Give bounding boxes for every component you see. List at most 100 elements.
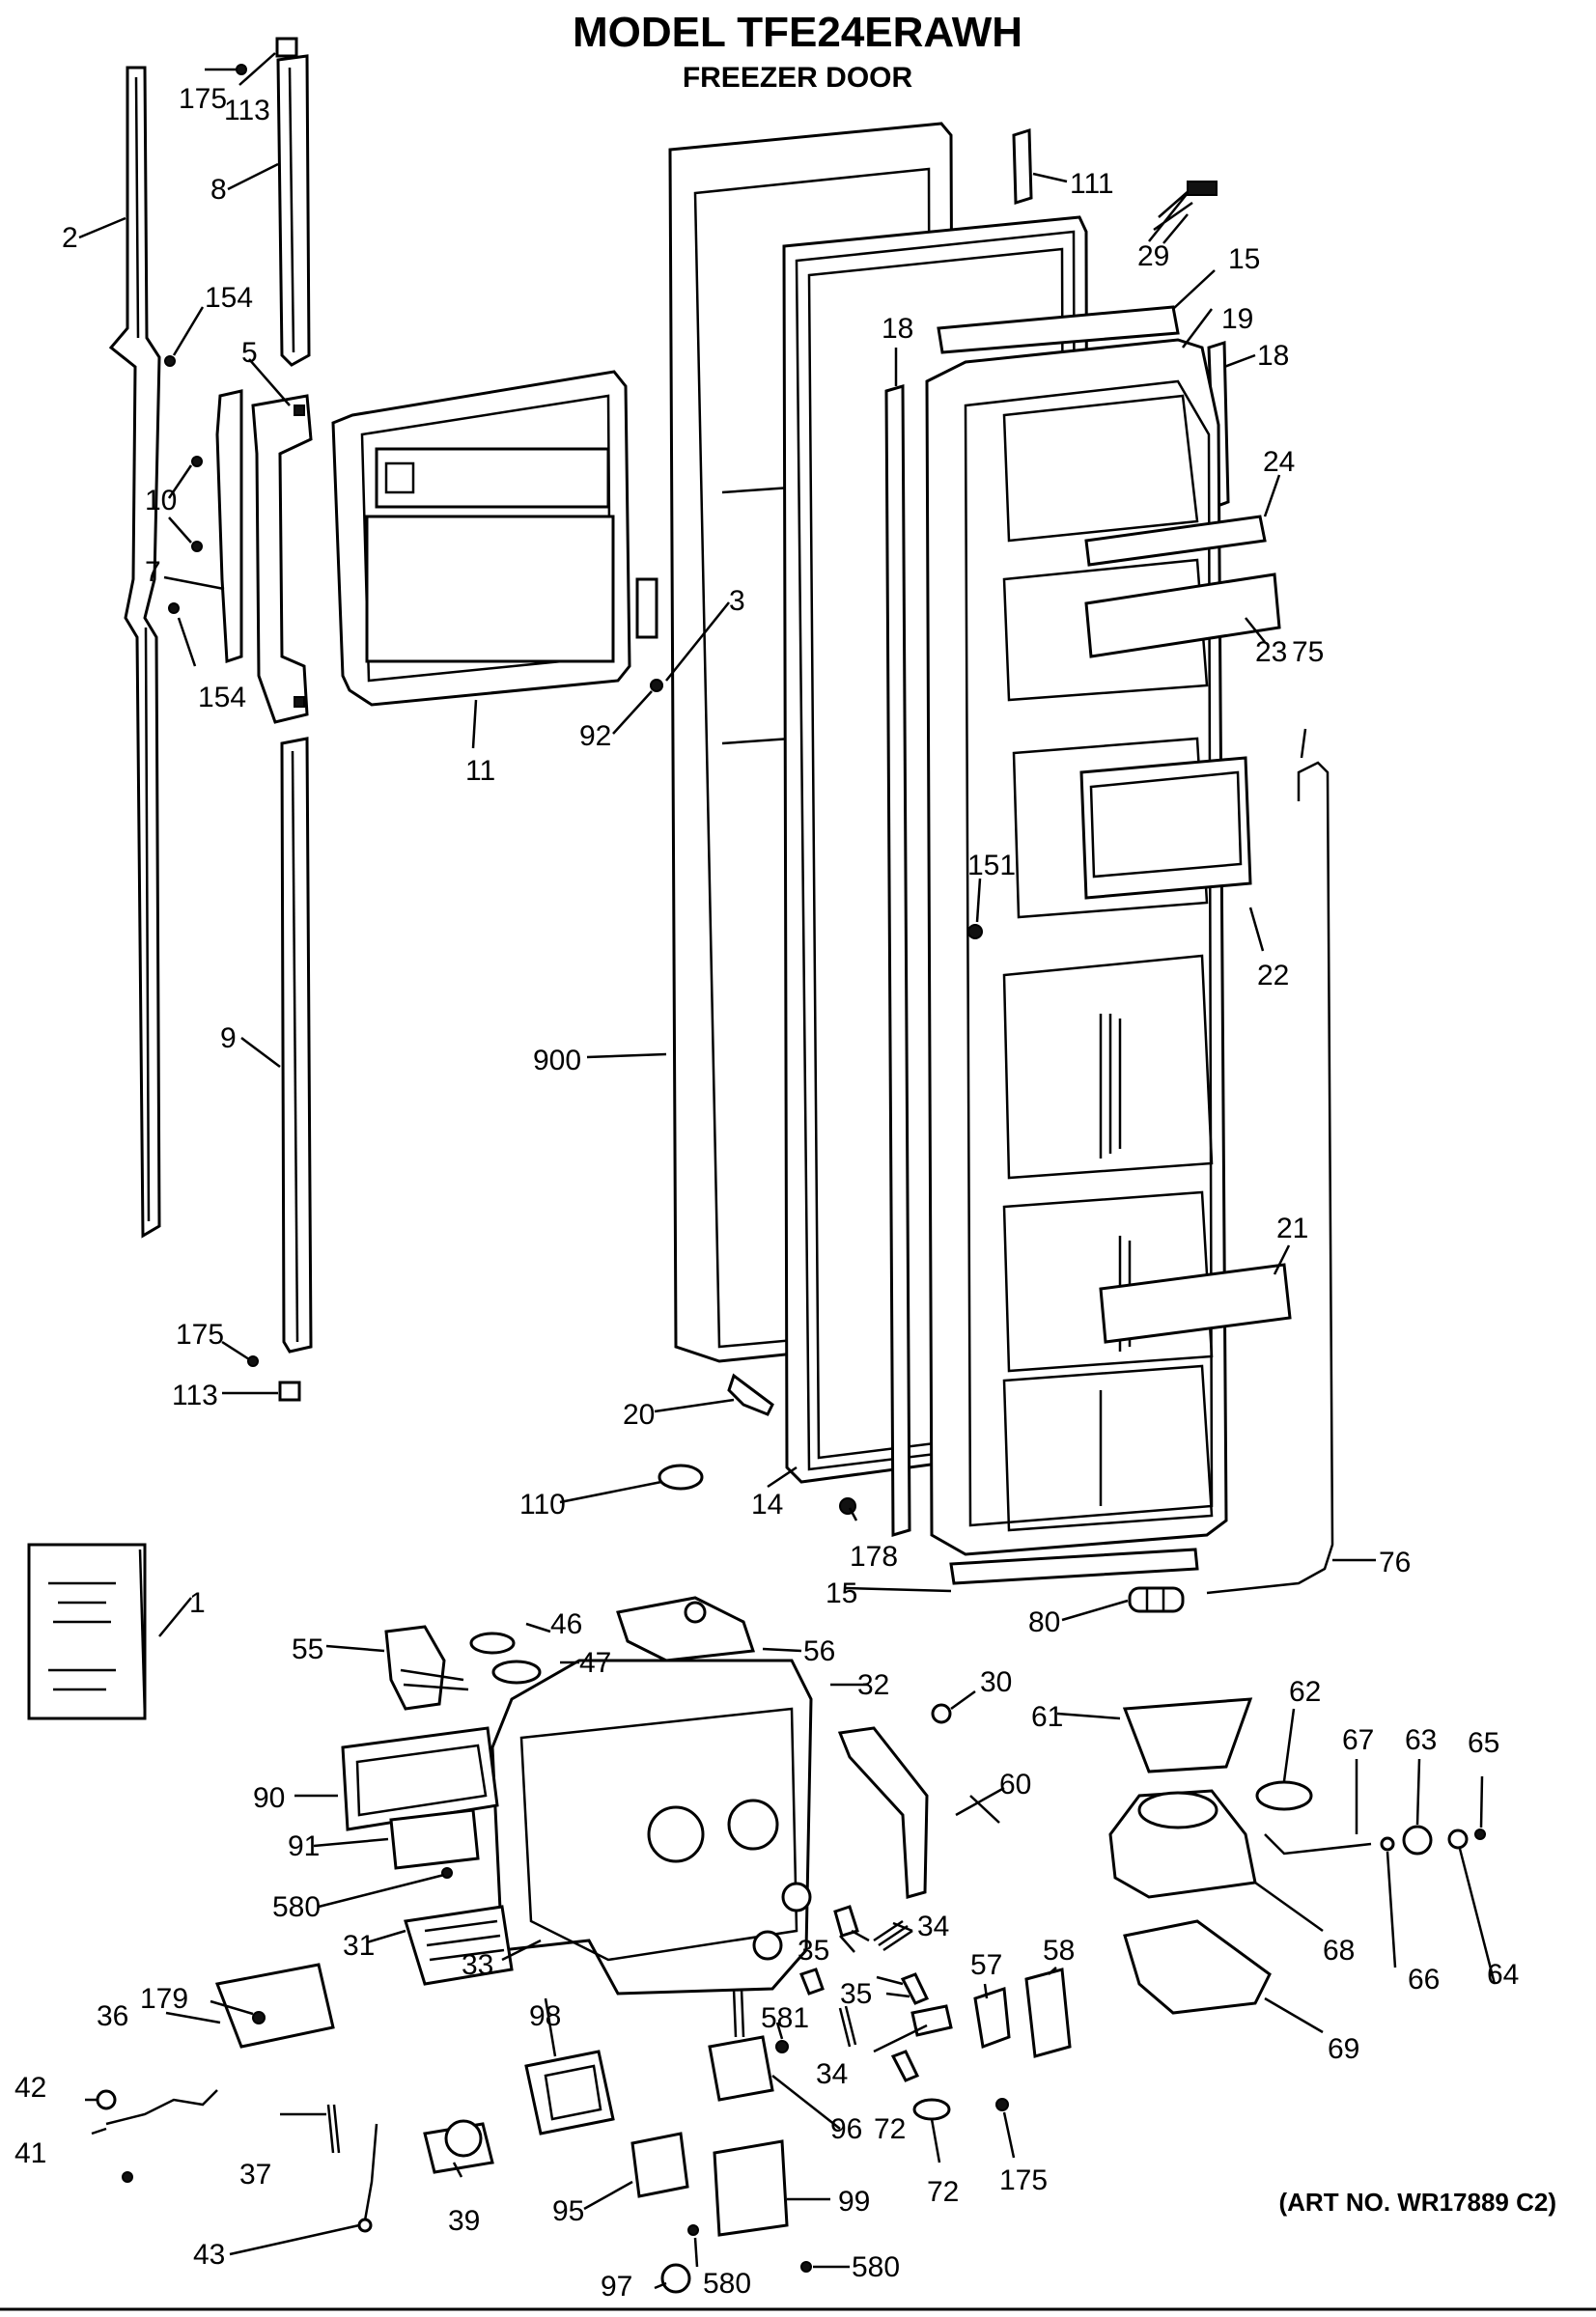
callout-178: 178: [850, 1541, 898, 1573]
part-8-trim-upper: [276, 54, 311, 367]
callout-42: 42: [14, 2072, 46, 2104]
callout-110: 110: [519, 1489, 566, 1521]
part-581-screw: [775, 2040, 789, 2053]
callout-60: 60: [999, 1769, 1031, 1801]
part-41-lever: [105, 2089, 218, 2126]
part-154-screw-top: [164, 355, 176, 367]
part-69-housing-base: [1123, 1919, 1272, 2015]
callout-35-lower: 35: [840, 1978, 872, 2010]
part-175-screw-lower: [995, 2098, 1009, 2111]
callout-175-lower: 175: [999, 2164, 1048, 2196]
callout-35-upper: 35: [798, 1935, 829, 1967]
part-29-wire-harness: [1148, 181, 1218, 242]
callout-68: 68: [1323, 1935, 1355, 1967]
part-60-bracket: [837, 1726, 929, 1899]
diagram-title: MODEL TFE24ERAWH: [573, 9, 1022, 56]
callout-1: 1: [189, 1587, 206, 1619]
callout-58: 58: [1043, 1935, 1075, 1967]
part-98-solenoid-housing: [524, 2050, 615, 2136]
callout-61: 61: [1031, 1701, 1063, 1733]
part-63-gear: [1402, 1825, 1433, 1856]
part-90-dispenser-frame: [341, 1726, 499, 1831]
part-31-drip-tray: [404, 1905, 514, 1986]
part-64-knob: [1447, 1828, 1469, 1850]
part-151-screw: [967, 924, 983, 939]
callout-56: 56: [803, 1635, 835, 1667]
callout-111: 111: [1070, 168, 1114, 200]
part-580-screw-b: [687, 2224, 699, 2236]
callout-63: 63: [1405, 1724, 1437, 1756]
part-61-ice-chute: [1122, 1697, 1253, 1773]
callout-97: 97: [601, 2271, 632, 2303]
part-21-shelf-bar: [1099, 1263, 1292, 1344]
callout-75: 75: [1292, 636, 1324, 668]
part-91-panel: [389, 1808, 480, 1870]
callout-72-lower: 72: [927, 2176, 959, 2208]
part-20-fitting: [727, 1373, 774, 1416]
art-number: (ART NO. WR17889 C2): [1279, 2188, 1557, 2217]
callout-179: 179: [140, 1983, 188, 2015]
callout-5: 5: [241, 337, 258, 369]
part-68-auger-housing: [1108, 1789, 1257, 1899]
callout-39: 39: [448, 2205, 480, 2237]
callout-10: 10: [145, 485, 177, 516]
callout-98: 98: [529, 2000, 561, 2032]
callout-151: 151: [967, 850, 1016, 881]
part-10-screw-a: [191, 456, 203, 467]
callout-76: 76: [1379, 1547, 1411, 1578]
part-580-screw-c: [800, 2261, 812, 2273]
diagram-subtitle: FREEZER DOOR: [683, 62, 913, 94]
part-62-disc: [1255, 1780, 1313, 1811]
part-19-door-liner: [925, 338, 1228, 1556]
part-113-clip-bottom: [278, 1381, 301, 1402]
part-580-screw-a: [441, 1867, 453, 1879]
callout-175-bottom: 175: [176, 1319, 224, 1351]
callout-19: 19: [1221, 303, 1253, 335]
callout-72-upper: 72: [874, 2113, 906, 2145]
part-1-instruction-booklet: [27, 1543, 147, 1720]
part-75-76-wire: [1206, 761, 1334, 1595]
callout-66: 66: [1408, 1964, 1440, 1996]
part-179-screw: [252, 2011, 266, 2024]
callout-36: 36: [97, 2000, 128, 2032]
callout-7: 7: [145, 556, 161, 588]
part-9-trim-lower: [280, 737, 313, 1354]
callout-580-left: 580: [272, 1891, 321, 1923]
callout-55: 55: [292, 1633, 323, 1665]
callout-18-right: 18: [1257, 340, 1289, 372]
part-10-screw-b: [191, 541, 203, 552]
part-92-nut: [650, 679, 663, 692]
callout-113-bottom: 113: [172, 1380, 218, 1411]
part-66-washer: [1380, 1836, 1395, 1852]
part-96-valve: [708, 1988, 774, 2102]
callout-47: 47: [579, 1647, 611, 1679]
callout-113-top: 113: [224, 95, 270, 126]
callout-96: 96: [830, 2113, 862, 2145]
callout-32: 32: [857, 1669, 889, 1701]
callout-15-bottom: 15: [826, 1577, 857, 1609]
part-11-dispenser-panel: [331, 370, 631, 707]
callout-90: 90: [253, 1782, 285, 1814]
callout-8: 8: [210, 174, 227, 206]
part-22-dispenser-cover: [1079, 756, 1252, 900]
callout-99: 99: [838, 2186, 870, 2218]
callout-23: 23: [1255, 636, 1287, 668]
part-113-clip-top: [275, 37, 298, 58]
callout-65: 65: [1468, 1727, 1499, 1759]
callout-95: 95: [552, 2195, 584, 2227]
part-18-rail-left: [884, 383, 911, 1538]
part-154-screw-bottom: [168, 602, 180, 614]
part-80-connector: [1128, 1586, 1185, 1613]
part-36-bracket: [214, 1963, 335, 2049]
callout-30: 30: [980, 1666, 1012, 1698]
callout-62: 62: [1289, 1676, 1321, 1708]
callout-581: 581: [761, 2002, 809, 2034]
part-55-bracket: [384, 1625, 469, 1711]
part-178-clip: [839, 1497, 856, 1515]
callout-64: 64: [1487, 1959, 1519, 1991]
callout-labels: 175 113 8 2 154 5 10 7 154 11 3 92 111 2…: [14, 83, 1519, 2303]
part-56-switch-assembly: [616, 1596, 756, 1662]
callout-29: 29: [1137, 240, 1169, 272]
callout-154-bottom: 154: [198, 682, 246, 713]
